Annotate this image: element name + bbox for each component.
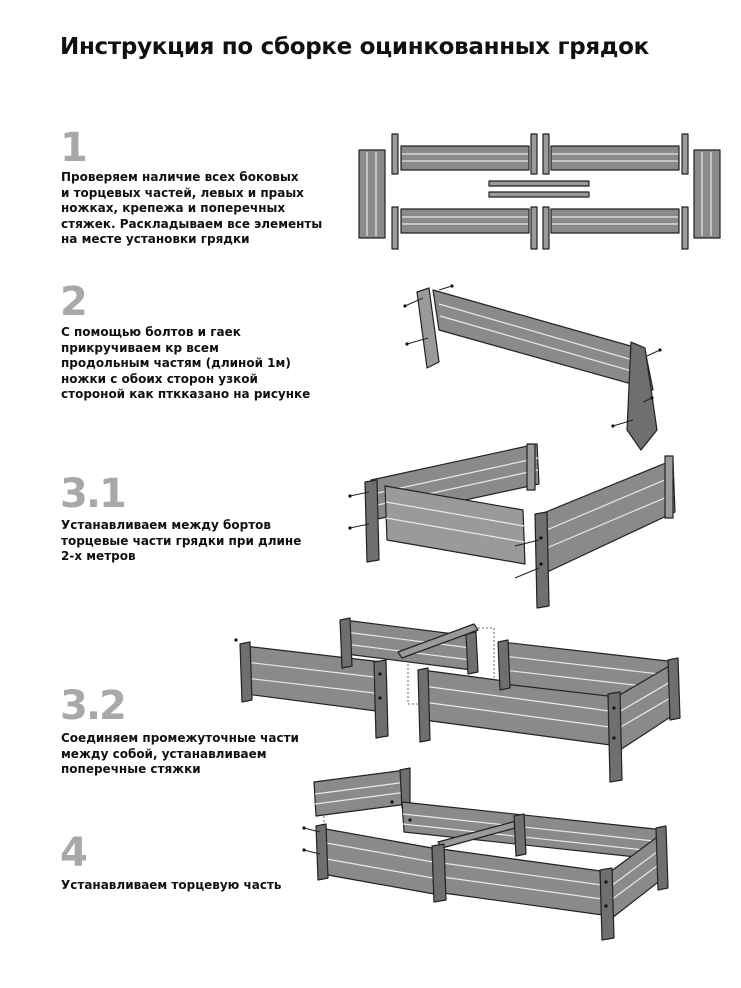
step-4-text: Устанавливаем торцевую часть xyxy=(61,878,282,892)
step-2-number: 2 xyxy=(60,279,88,325)
page-title: Инструкция по сборке оцинкованных грядок xyxy=(60,34,649,60)
step-1-number: 1 xyxy=(60,125,88,171)
step-3-1-illustration xyxy=(348,443,676,609)
step-1-illustration xyxy=(358,133,721,250)
step-3-2-number: 3.2 xyxy=(60,683,127,729)
step-1-text: Проверяем наличие всех боковых и торцевы… xyxy=(61,170,323,246)
step-3-1-text: Устанавливаем между бортов торцевые част… xyxy=(61,518,302,563)
step-4-number: 4 xyxy=(60,830,88,876)
step-4-illustration xyxy=(302,767,669,941)
step-3-1-number: 3.1 xyxy=(60,471,127,517)
step-3-2-text: Соединяем промежуточные части между собо… xyxy=(61,731,299,776)
step-3-2-illustration xyxy=(234,617,681,783)
step-2-illustration xyxy=(403,284,662,451)
step-2-text: С помощью болтов и гаек прикручиваем кр … xyxy=(61,325,311,401)
